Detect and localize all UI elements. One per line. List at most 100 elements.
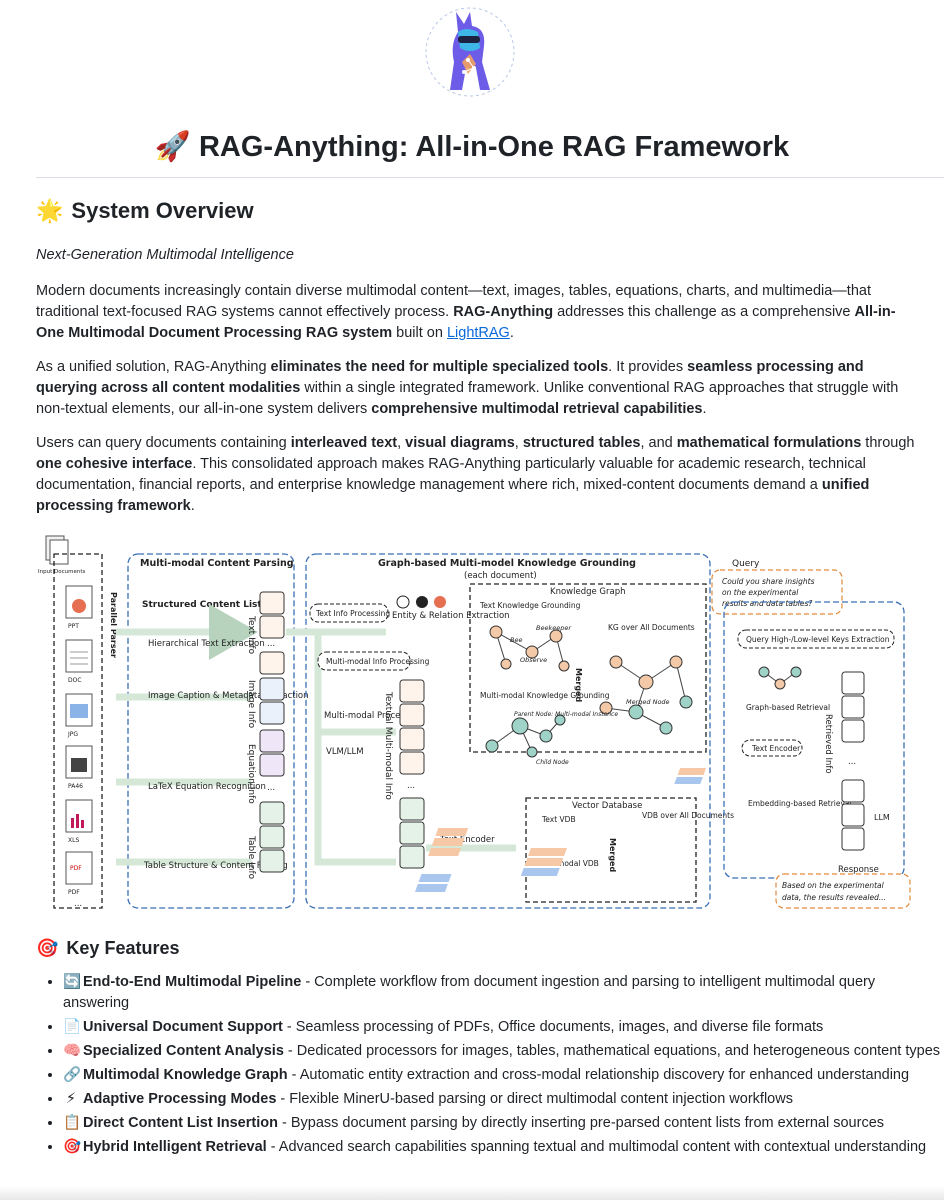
svg-text:Merged: Merged	[574, 668, 583, 702]
list-item: 📋Direct Content List Insertion - Bypass …	[63, 1113, 943, 1134]
svg-text:Parent Node: Multi-modal Insta: Parent Node: Multi-modal Instance	[514, 711, 618, 718]
svg-text:KG over All Documents: KG over All Documents	[608, 623, 695, 632]
svg-text:Vector Database: Vector Database	[572, 801, 642, 811]
svg-text:Response: Response	[838, 865, 879, 875]
overview-heading: 🌟 System Overview	[36, 198, 254, 224]
link-icon: 🔗	[63, 1067, 82, 1083]
svg-text:Observe: Observe	[520, 656, 547, 664]
title-divider	[36, 177, 944, 178]
embedding-stack	[674, 768, 707, 784]
clipboard-icon: 📋	[63, 1115, 82, 1131]
features-list: 🔄End-to-End Multimodal Pipeline - Comple…	[36, 972, 943, 1161]
svg-text:Text Encoder: Text Encoder	[439, 835, 495, 845]
svg-text:Text Info: Text Info	[246, 615, 256, 655]
text-vdb-stack	[428, 828, 469, 856]
svg-text:Knowledge Graph: Knowledge Graph	[550, 587, 626, 597]
list-item: 🎯Hybrid Intelligent Retrieval - Advanced…	[63, 1137, 943, 1158]
retrieval-panel: Query Could you share insights on the ex…	[674, 559, 911, 909]
svg-text:PPT: PPT	[68, 623, 79, 630]
svg-text:...: ...	[267, 639, 275, 649]
doc-icon-jpg: JPG	[65, 693, 93, 738]
lightrag-link[interactable]: LightRAG	[446, 325, 510, 341]
parallel-parser-label: Parallel Parser	[109, 592, 118, 658]
svg-text:VDB over All Documents: VDB over All Documents	[642, 811, 734, 820]
doc-icon-ppt: PPT	[65, 585, 93, 630]
target-icon: 🎯	[63, 1139, 82, 1155]
svg-text:Text Info Processing: Text Info Processing	[315, 609, 390, 618]
svg-text:Beekeeper: Beekeeper	[536, 624, 572, 632]
mm-kg-graph: Parent Node: Multi-modal Instance Child …	[485, 711, 618, 766]
svg-text:(each document): (each document)	[464, 571, 537, 581]
svg-text:Retrieved Info: Retrieved Info	[823, 714, 833, 774]
content-list-stack: ... ...	[259, 591, 285, 873]
svg-text:Hierarchical Text Extraction: Hierarchical Text Extraction	[148, 639, 265, 649]
svg-text:Embedding-based Retrieval: Embedding-based Retrieval	[748, 799, 852, 808]
overview-paragraph-1: Modern documents increasingly contain di…	[36, 283, 896, 341]
overview-tagline: Next-Generation Multimodal Intelligence	[36, 247, 294, 263]
svg-text:PDF: PDF	[70, 865, 82, 872]
svg-text:Textual Multi-modal Info: Textual Multi-modal Info	[383, 691, 393, 800]
svg-text:Query High-/Low-level Keys Ext: Query High-/Low-level Keys Extraction	[746, 635, 890, 644]
svg-text:Equation Info: Equation Info	[246, 744, 256, 804]
svg-text:Table Structure & Content Pars: Table Structure & Content Parsing	[143, 861, 288, 871]
svg-text:on the experimental: on the experimental	[722, 588, 799, 597]
svg-text:Text VDB: Text VDB	[541, 815, 576, 824]
list-item: 🔄End-to-End Multimodal Pipeline - Comple…	[63, 972, 943, 1014]
svg-text:...: ...	[74, 899, 82, 909]
svg-text:...: ...	[267, 783, 275, 793]
rocket-icon: 🚀	[154, 131, 191, 163]
svg-text:Multi-modal Info Processing: Multi-modal Info Processing	[326, 657, 430, 666]
features-heading: 🎯 Key Features	[36, 938, 179, 959]
svg-text:Merged Node: Merged Node	[626, 698, 670, 706]
svg-text:Table Info: Table Info	[246, 835, 256, 880]
svg-text:VLM/LLM: VLM/LLM	[326, 747, 364, 757]
doc-icon-pa46: PA46	[65, 745, 93, 790]
list-item: 📄Universal Document Support - Seamless p…	[63, 1017, 943, 1038]
mm-vdb-stack	[414, 874, 452, 892]
svg-text:DOC: DOC	[68, 677, 82, 684]
svg-text:Structured Content List: Structured Content List	[142, 600, 262, 610]
textual-mm-stack: ...	[399, 679, 425, 869]
input-documents-panel: Input Documents PPT DOC JPG PA46 XLS PDF…	[38, 535, 103, 909]
svg-text:Merged: Merged	[608, 838, 617, 872]
brain-icon: 🧠	[63, 1043, 82, 1059]
doc-icon-doc: DOC	[65, 639, 93, 684]
overview-heading-text: System Overview	[71, 198, 254, 223]
knowledge-grounding-panel: Graph-based Multi-model Knowledge Ground…	[286, 553, 734, 909]
doc-icon-xls: XLS	[65, 799, 93, 844]
doc-icon-pdf: PDF PDF	[65, 851, 93, 896]
svg-text:Input Documents: Input Documents	[38, 569, 85, 575]
llama-logo	[420, 2, 520, 102]
target-icon: 🎯	[36, 938, 59, 958]
svg-text:Image Info: Image Info	[246, 680, 256, 729]
svg-text:XLS: XLS	[68, 837, 79, 844]
svg-text:Multi-modal Processors: Multi-modal Processors	[324, 711, 423, 721]
content-parsing-panel: Multi-modal Content Parsing Structured C…	[116, 553, 309, 909]
svg-text:Based on the experimental: Based on the experimental	[782, 881, 885, 890]
svg-text:JPG: JPG	[67, 731, 78, 738]
svg-text:Graph-based Retrieval: Graph-based Retrieval	[746, 703, 830, 712]
svg-text:Could you share insights: Could you share insights	[722, 577, 815, 586]
cycle-icon: 🔄	[63, 974, 82, 990]
page-title: 🚀 RAG-Anything: All-in-One RAG Framework	[0, 130, 944, 164]
svg-text:...: ...	[848, 757, 856, 767]
svg-text:Text Knowledge Grounding: Text Knowledge Grounding	[479, 601, 581, 610]
svg-text:Multi-modal Knowledge Groundin: Multi-modal Knowledge Grounding	[480, 691, 610, 700]
retrieved-info-stack: ...	[841, 671, 865, 851]
svg-text:Child Node: Child Node	[536, 759, 569, 766]
svg-text:results and data tables?: results and data tables?	[722, 599, 812, 608]
bottom-fade	[0, 1186, 944, 1200]
svg-text:...: ...	[407, 781, 415, 791]
page-title-text: RAG-Anything: All-in-One RAG Framework	[198, 131, 790, 163]
svg-text:Multi-modal Content Parsing: Multi-modal Content Parsing	[140, 558, 294, 569]
architecture-diagram: Input Documents PPT DOC JPG PA46 XLS PDF…	[36, 532, 916, 914]
svg-text:PA46: PA46	[68, 783, 83, 790]
svg-text:Query: Query	[732, 559, 760, 569]
svg-text:data, the results revealed...: data, the results revealed...	[782, 893, 886, 902]
svg-text:LaTeX Equation Recognition: LaTeX Equation Recognition	[148, 782, 266, 792]
lightning-icon: ⚡	[65, 1091, 77, 1107]
features-heading-text: Key Features	[66, 938, 180, 958]
svg-text:PDF: PDF	[68, 889, 80, 896]
all-vdb-stack	[520, 848, 567, 876]
svg-text:Bee: Bee	[510, 636, 522, 644]
